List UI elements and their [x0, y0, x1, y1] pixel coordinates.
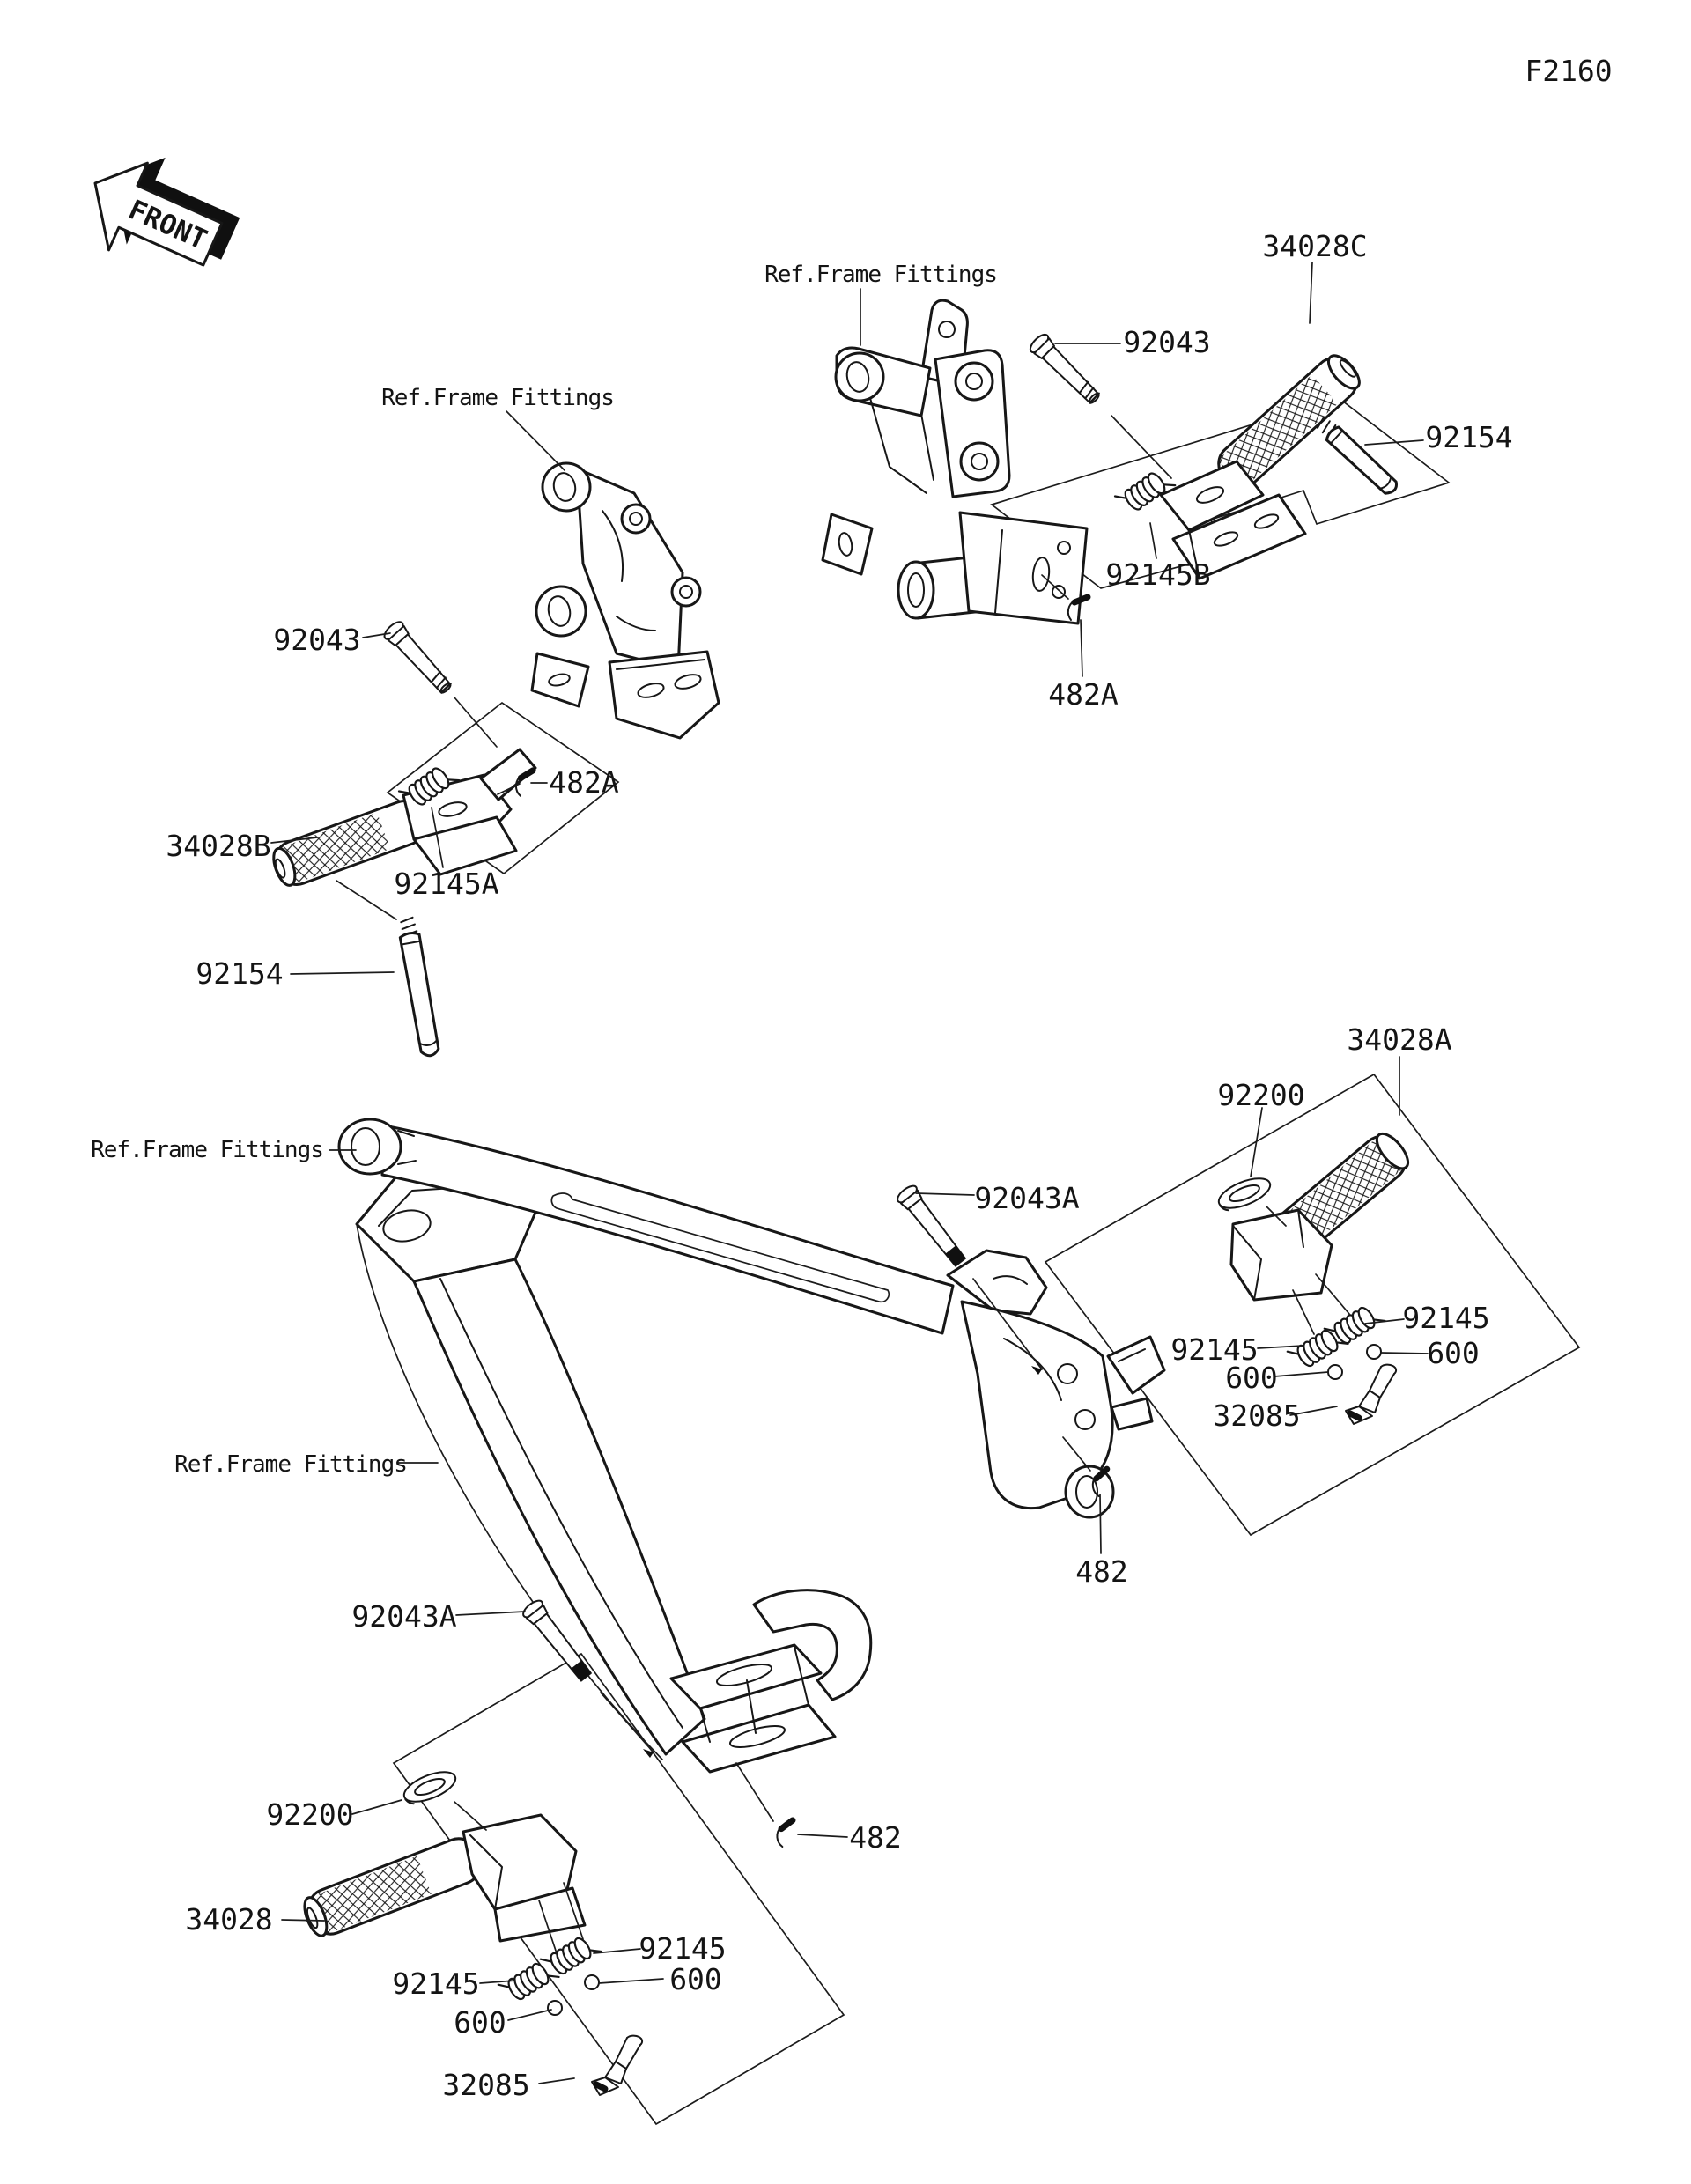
assembly-axis-lines	[336, 415, 1350, 1965]
pin-92043A-middle	[894, 1182, 971, 1271]
callout-92043-top: 92043	[1123, 325, 1210, 359]
callout-600-lower-left: 600	[454, 2005, 506, 2040]
footpeg-34028	[303, 1813, 587, 1943]
callout-labels: Ref.Frame Fittings Ref.Frame Fittings Re…	[91, 229, 1513, 2102]
front-direction-marker: FRONT	[93, 157, 240, 267]
callout-92145-right-inner: 92145	[1170, 1332, 1258, 1367]
callout-482-middle: 482	[1075, 1554, 1128, 1589]
callout-ref-frame-fittings-middle: Ref.Frame Fittings	[91, 1137, 323, 1163]
shim-600-right-outer	[1366, 1344, 1382, 1360]
callout-92043-left: 92043	[273, 623, 360, 657]
callout-600-lower-right: 600	[669, 1962, 722, 1996]
washer-92200-lower	[399, 1765, 461, 1809]
callout-92043A-middle: 92043A	[974, 1181, 1079, 1215]
callout-600-right-inner: 600	[1225, 1361, 1278, 1395]
callout-34028B: 34028B	[166, 829, 270, 863]
callout-92145A: 92145A	[394, 867, 498, 901]
bolt-92154-left	[398, 916, 440, 1058]
clip-482-lower	[774, 1820, 799, 1848]
callout-ref-frame-fittings-lower: Ref.Frame Fittings	[174, 1451, 407, 1478]
callout-92145B: 92145B	[1105, 557, 1210, 592]
group-boxes	[386, 397, 1581, 2126]
pin-92043-left	[380, 617, 457, 699]
spring-92145-lower-right	[539, 1929, 602, 1982]
bolt-92154-right	[1316, 416, 1398, 495]
leader-lines	[270, 262, 1429, 2084]
callout-34028C: 34028C	[1262, 229, 1367, 263]
callout-92154-right: 92154	[1425, 420, 1512, 454]
footpeg-34028B	[272, 748, 537, 887]
shim-600-lower-right	[584, 1974, 600, 1990]
washer-92200-right	[1214, 1171, 1275, 1215]
group-box-middle-right	[1044, 1073, 1581, 1537]
callout-34028A: 34028A	[1347, 1022, 1451, 1057]
shim-600-lower-left	[547, 2000, 563, 2016]
callout-92043A-lower: 92043A	[351, 1599, 456, 1634]
callout-92154-left: 92154	[196, 956, 283, 991]
group-box-upper-right	[990, 397, 1451, 589]
callout-482A-left: 482A	[549, 765, 619, 800]
callout-ref-frame-fittings-top: Ref.Frame Fittings	[764, 262, 997, 288]
callout-ref-frame-fittings-upper-left: Ref.Frame Fittings	[381, 385, 614, 411]
frame-arm-middle	[337, 1118, 1166, 1519]
footpeg-34028C	[1159, 354, 1361, 580]
callout-92145-right-outer: 92145	[1402, 1301, 1489, 1335]
frame-fitting-bracket-upper-left	[530, 461, 720, 740]
callout-34028: 34028	[185, 1902, 272, 1937]
footpeg-34028A	[1229, 1132, 1410, 1302]
frame-loop-lower	[355, 1169, 873, 1774]
callout-32085-lower: 32085	[442, 2068, 529, 2102]
front-arrow-face	[93, 161, 224, 267]
callout-92200-lower: 92200	[266, 1797, 353, 1832]
stopper-32085-lower	[592, 2036, 642, 2095]
callout-482A-right: 482A	[1048, 677, 1119, 712]
callout-32085-right: 32085	[1213, 1398, 1300, 1433]
callout-92200-right: 92200	[1217, 1078, 1304, 1112]
group-box-lower	[392, 1652, 846, 2126]
page-code: F2160	[1525, 54, 1612, 88]
shim-600-right-inner	[1327, 1364, 1343, 1380]
frame-fitting-bracket-top-right	[821, 299, 1089, 625]
callout-600-right-outer: 600	[1427, 1336, 1480, 1370]
callout-92145-lower-right: 92145	[639, 1931, 726, 1966]
callout-482-lower: 482	[849, 1820, 902, 1855]
stopper-32085-right	[1346, 1365, 1396, 1424]
callout-92145-lower-left: 92145	[392, 1966, 479, 2001]
